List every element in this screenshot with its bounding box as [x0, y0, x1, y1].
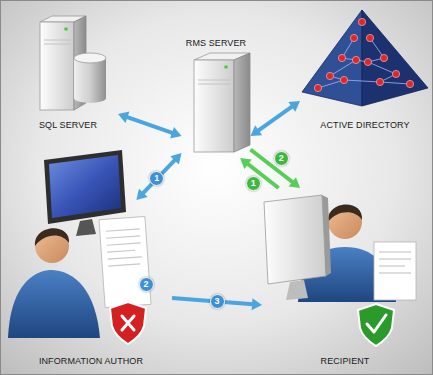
node-label: RECIPIENT — [262, 356, 428, 366]
arrow-head — [251, 125, 263, 136]
arrow-head — [136, 189, 147, 200]
rms-server-node: RMS SERVER — [182, 36, 251, 158]
arrow-head — [240, 158, 252, 169]
node-label: INFORMATION AUTHOR — [10, 356, 172, 366]
arrow-head — [288, 101, 300, 112]
arrow-head — [170, 153, 181, 164]
connector-line — [127, 117, 173, 133]
author-illustration — [8, 150, 151, 344]
sql-server-node: SQL SERVER — [18, 12, 118, 132]
sql-server-icon — [40, 16, 106, 110]
connector-line — [143, 160, 176, 194]
node-label: SQL SERVER — [18, 120, 118, 130]
connector-arrow — [136, 153, 181, 200]
active-directory-node: ACTIVE DIRECTORY — [300, 8, 430, 132]
connector-line — [258, 106, 293, 131]
recipient-node: RECIPIENT — [262, 188, 428, 368]
callout-number: 2 — [139, 277, 154, 292]
callout-number: 3 — [210, 294, 225, 309]
node-label: ACTIVE DIRECTORY — [300, 120, 430, 130]
arrow-head — [252, 298, 262, 310]
arrow-head — [289, 177, 301, 188]
callout-number: 1 — [246, 176, 261, 191]
active-directory-icon — [302, 10, 428, 106]
connector-arrow — [118, 112, 182, 139]
connector-arrow — [251, 101, 301, 136]
node-label: RMS SERVER — [182, 38, 251, 48]
arrow-head — [170, 127, 181, 138]
callout-number: 2 — [274, 151, 289, 166]
arrow-head — [118, 112, 129, 123]
rms-server-icon — [194, 53, 250, 152]
recipient-illustration — [264, 195, 416, 346]
